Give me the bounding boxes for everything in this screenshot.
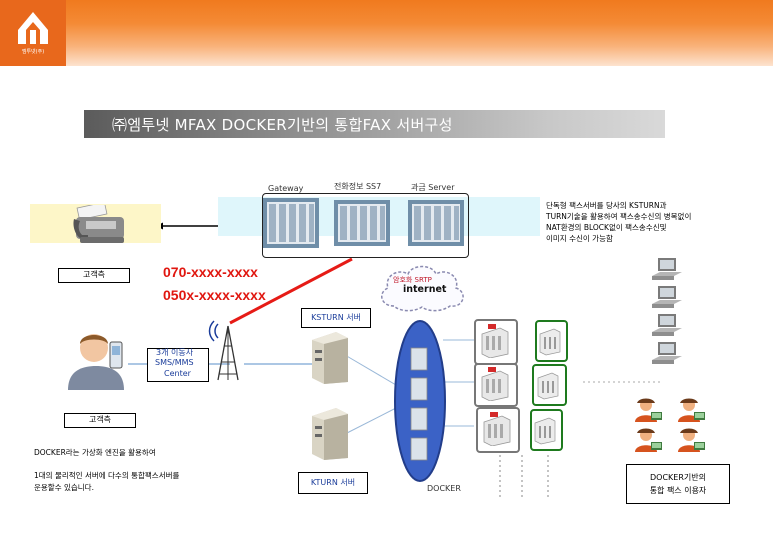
user-icon bbox=[635, 428, 662, 452]
ksturn-label: KSTURN 서버 bbox=[301, 308, 371, 328]
phone-number-050: 050x-xxxx-xxxx bbox=[163, 287, 266, 303]
antenna-tower-icon bbox=[208, 320, 239, 381]
kturn-server-icon bbox=[312, 408, 348, 460]
users-box: DOCKER기반의 통합 팩스 이용자 bbox=[626, 464, 730, 504]
docker-desc-line3: 운용할수 있습니다. bbox=[34, 483, 94, 492]
sms-center-line2: SMS/MMS bbox=[155, 358, 194, 367]
page-title: ㈜엠투넷 MFAX DOCKER기반의 통합FAX 서버구성 bbox=[112, 116, 453, 134]
computer-icon bbox=[652, 258, 682, 280]
docker-desc-line2: 1대의 물리적인 서버에 다수의 통합팩스서버를 bbox=[34, 471, 180, 480]
phone-number-070: 070-xxxx-xxxx bbox=[163, 264, 258, 280]
ss7-server-icon bbox=[334, 200, 390, 246]
billing-label: 과금 Server bbox=[411, 183, 455, 192]
users-box-line2: 통합 팩스 이용자 bbox=[649, 486, 707, 495]
title-bar bbox=[84, 110, 665, 138]
description-line: 단독형 팩스서버를 당사의 KSTURN과 bbox=[546, 201, 667, 210]
ss7-label: 전화정보 SS7 bbox=[334, 182, 382, 191]
customer-label-bottom: 고객측 bbox=[64, 413, 136, 428]
gateway-server-icon bbox=[263, 198, 319, 248]
users-box-line1: DOCKER기반의 bbox=[650, 473, 706, 482]
computer-icon bbox=[652, 314, 682, 336]
computer-icon bbox=[652, 286, 682, 308]
description-line: 이미지 수신이 가능함 bbox=[546, 234, 613, 243]
internet-cloud-icon bbox=[381, 265, 464, 312]
sms-center-box bbox=[147, 348, 209, 382]
person-with-phone-icon bbox=[68, 334, 124, 390]
logo-mark-icon bbox=[18, 12, 48, 44]
sms-center-line3: Center bbox=[164, 369, 191, 378]
green-server-icon bbox=[539, 328, 561, 356]
container-server-icon bbox=[483, 412, 511, 446]
gateway-label: Gateway bbox=[268, 184, 304, 193]
cloud-srtp-label: 암호화 SRTP bbox=[393, 276, 432, 284]
docker-desc-line1: DOCKER라는 가상화 엔진을 활용하여 bbox=[34, 448, 156, 457]
container-server-icon bbox=[481, 324, 509, 358]
header-band bbox=[0, 0, 773, 66]
server-frame bbox=[262, 193, 469, 258]
computer-icon bbox=[652, 342, 682, 364]
cloud-internet-label: internet bbox=[403, 284, 447, 295]
description: 단독형 팩스서버를 당사의 KSTURN과 TURN기술을 활용하여 팩스송수신… bbox=[546, 200, 691, 244]
container-server-icon bbox=[481, 367, 509, 401]
green-server-icon bbox=[537, 372, 559, 400]
fax-machine-icon bbox=[73, 205, 124, 243]
user-icon bbox=[678, 428, 705, 452]
user-icon bbox=[678, 398, 705, 422]
billing-server-icon bbox=[408, 200, 464, 246]
logo-text: 엠투넷(주) bbox=[21, 49, 45, 55]
red-link bbox=[229, 257, 353, 325]
docker-label: DOCKER bbox=[427, 484, 461, 493]
company-logo bbox=[0, 0, 66, 66]
docker-oval bbox=[394, 320, 446, 482]
green-server-icon bbox=[534, 417, 556, 445]
kturn-label: KTURN 서버 bbox=[298, 472, 368, 494]
description-line: TURN기술을 활용하여 팩스송수신의 병목없이 bbox=[546, 212, 692, 221]
ksturn-server-icon bbox=[312, 332, 348, 384]
customer-label-top: 고객측 bbox=[58, 268, 130, 283]
description-line: NAT환경의 BLOCK없이 팩스송수신및 bbox=[546, 223, 667, 232]
user-icon bbox=[635, 398, 662, 422]
sms-center-line1: 3개 이동사 bbox=[156, 348, 194, 357]
